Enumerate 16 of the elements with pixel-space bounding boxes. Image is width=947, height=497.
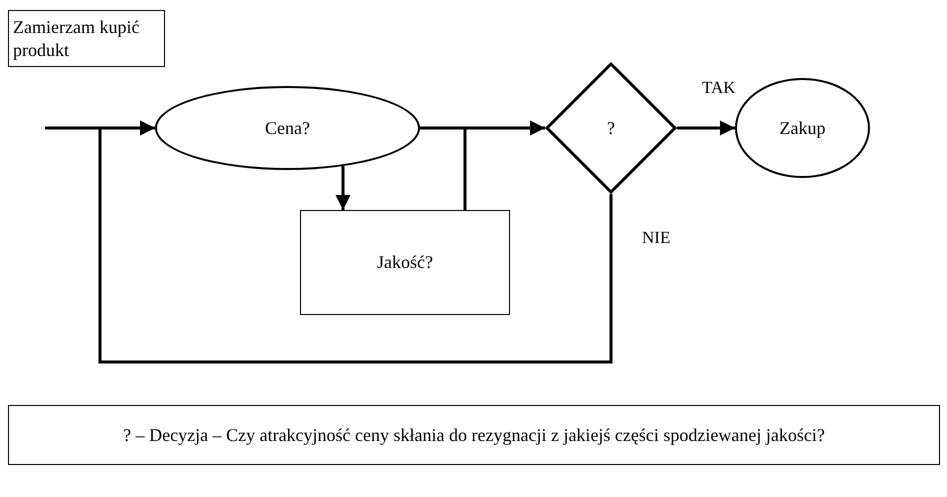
node-text: Cena? [265, 116, 310, 140]
process-ellipse [735, 78, 870, 178]
node-text: ? [607, 116, 615, 140]
node-text: ? – Decyzja – Czy atrakcyjność ceny skłania do rezygnacji z jakiejś części spodziewanej jakości? [123, 424, 825, 446]
process-box [300, 210, 510, 315]
node-text: Zakup [780, 116, 826, 140]
arrow [464, 120, 545, 210]
process-box [8, 405, 940, 465]
node-text: Zamierzam kupić produkt [13, 16, 140, 61]
arrow [98, 120, 612, 364]
arrow [336, 166, 350, 210]
process-box [8, 10, 165, 67]
process-ellipse [155, 86, 420, 170]
arrow [677, 120, 735, 136]
decision-diamond [545, 62, 677, 194]
node-text: Jakość? [377, 251, 433, 274]
